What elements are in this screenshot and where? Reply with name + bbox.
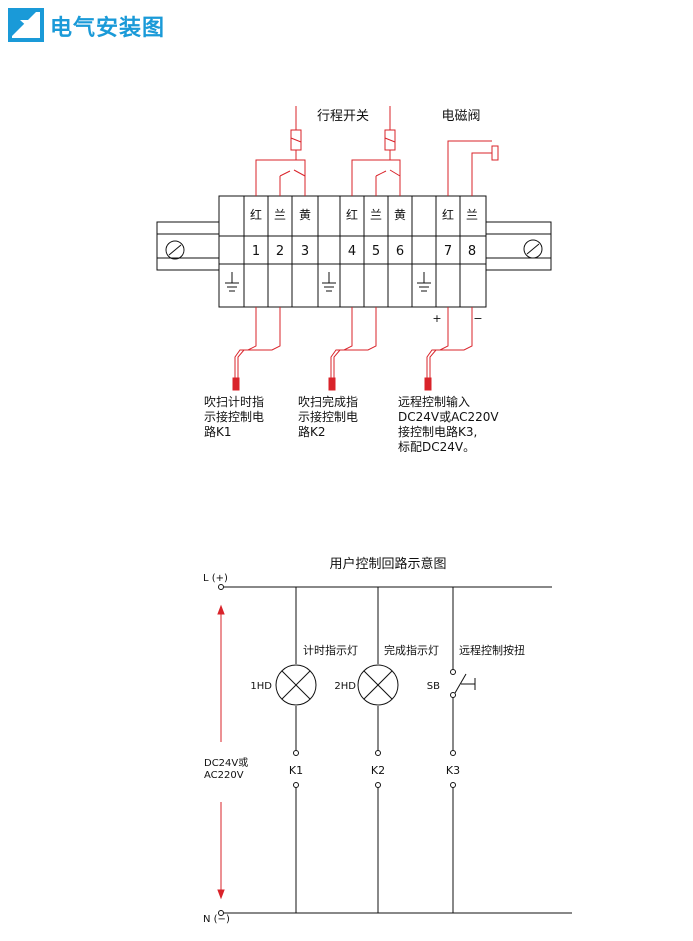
contact-label: K3 (446, 764, 460, 777)
travel-switch-label: 行程开关 (317, 109, 369, 124)
push-button-sb-icon (450, 669, 476, 698)
line-l-label: L (+) (203, 573, 228, 584)
contact-label: K2 (371, 764, 385, 777)
component-label: SB (427, 681, 440, 692)
note-line: 示接控制电 (298, 409, 358, 424)
component-label: 1HD (250, 681, 272, 692)
right-end-bracket (485, 221, 552, 271)
note-k3: 远程控制输入 DC24V或AC220V 接控制电路K3, 标配DC24V。 (398, 394, 499, 454)
note-line: 示接控制电 (204, 409, 264, 424)
ground-icon (417, 272, 431, 292)
left-screw-icon (165, 240, 185, 260)
supply-label: AC220V (204, 770, 244, 781)
terminal-number: 7 (444, 244, 452, 259)
wire-color-label: 兰 (466, 208, 478, 222)
lamp-2hd-icon (357, 664, 399, 706)
bottom-wiring (232, 307, 473, 391)
minus-label: − (473, 312, 482, 325)
wire-color-label: 兰 (274, 208, 286, 222)
wire-color-label: 红 (250, 207, 262, 222)
terminal-number: 6 (396, 244, 404, 259)
wire-color-label: 黄 (394, 208, 406, 222)
wire-color-label: 黄 (299, 208, 311, 222)
brand-logo-icon (8, 8, 44, 42)
line-n-label: N (−) (203, 914, 230, 925)
supply-arrows (217, 604, 225, 900)
note-line: 吹扫完成指 (298, 394, 358, 409)
k-contacts (293, 750, 456, 788)
document-title: 电气安装图 (50, 16, 166, 41)
terminal-number: 4 (348, 244, 356, 259)
solenoid-valve-label: 电磁阀 (441, 109, 480, 124)
branch-desc: 远程控制按扭 (459, 643, 525, 657)
note-line: DC24V或AC220V (398, 410, 499, 424)
top-wiring (255, 106, 499, 196)
note-line: 接控制电路K3, (398, 424, 477, 439)
note-line: 标配DC24V。 (398, 440, 475, 454)
note-line: 远程控制输入 (398, 394, 470, 409)
supply-label: DC24V或 (204, 757, 248, 769)
wire-color-label: 红 (346, 207, 358, 222)
note-line: 路K2 (298, 424, 326, 439)
bus-lines (218, 584, 572, 916)
right-screw-icon (523, 239, 543, 259)
contact-label: K1 (289, 764, 303, 777)
component-label: 2HD (334, 681, 356, 692)
terminal-number: 5 (372, 244, 380, 259)
ground-icon (225, 272, 239, 292)
note-k2: 吹扫完成指 示接控制电 路K2 (298, 394, 358, 439)
terminal-number: 8 (468, 244, 476, 259)
terminal-number: 1 (252, 244, 260, 259)
plus-label: + (432, 312, 441, 325)
document-header: 电气安装图 (0, 0, 693, 48)
branch-desc: 计时指示灯 (303, 643, 358, 657)
lamp-1hd-icon (275, 664, 317, 706)
terminal-number: 3 (301, 244, 309, 259)
note-line: 路K1 (204, 424, 232, 439)
left-end-bracket (156, 221, 220, 271)
control-circuit-title: 用户控制回路示意图 (329, 556, 446, 572)
note-line: 吹扫计时指 (204, 394, 264, 409)
wire-color-label: 红 (442, 207, 454, 222)
note-k1: 吹扫计时指 示接控制电 路K1 (204, 394, 264, 439)
branch-desc: 完成指示灯 (384, 643, 439, 657)
terminal-number: 2 (276, 244, 284, 259)
wire-color-label: 兰 (370, 208, 382, 222)
ground-icon (322, 272, 336, 292)
terminal-block (218, 195, 487, 308)
